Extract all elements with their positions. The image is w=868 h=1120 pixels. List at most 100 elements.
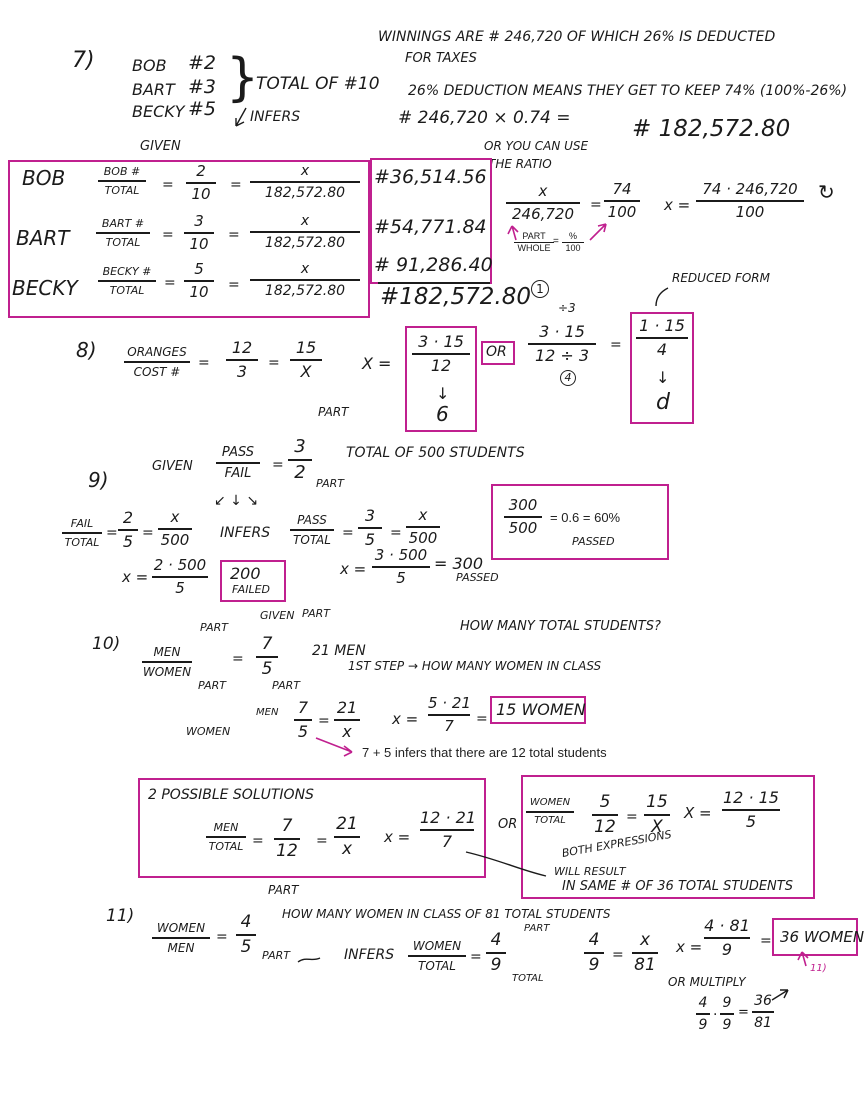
sum-total: #182,572.80: [380, 284, 531, 310]
reduced-form-label: REDUCED FORM: [672, 271, 770, 285]
x-equals: x =: [384, 828, 411, 846]
pink-arrow-note: [315, 737, 353, 757]
multiply-arrow: [771, 989, 789, 1001]
women-answer-box: [490, 696, 586, 724]
problem-7-number: 7): [72, 48, 95, 73]
equals: =: [342, 525, 354, 541]
infers-label: INFERS: [220, 525, 271, 541]
circled-4: 4: [560, 370, 576, 386]
part-label: PART: [302, 607, 330, 620]
x-equals-left: x =: [122, 568, 149, 586]
failed-box: [220, 560, 286, 602]
equals: =: [470, 949, 482, 965]
equals: =: [738, 1005, 749, 1020]
part-label: PART: [268, 883, 299, 897]
answer-d: d: [656, 390, 670, 415]
ratio-note-2: THE RATIO: [488, 157, 552, 171]
ratio-table-box: [8, 160, 370, 318]
problem-10-number: 10): [92, 634, 121, 654]
given-label: GIVEN: [260, 609, 295, 622]
will-result: WILL RESULT: [554, 865, 626, 878]
equals: =: [216, 929, 228, 945]
part-label: PART: [318, 405, 349, 419]
given-label: GIVEN: [152, 459, 193, 474]
x-equals: X =: [684, 804, 712, 822]
equals: =: [232, 651, 244, 667]
equals: =: [626, 809, 638, 825]
reduced-form-tick: [655, 287, 669, 307]
pink-mark-11: 11): [810, 963, 827, 974]
equals: =: [612, 947, 624, 963]
failed-number: 200: [230, 564, 261, 583]
total-small: TOTAL: [512, 973, 544, 984]
percent-note: %100: [562, 232, 584, 253]
deduction-text: 26% DEDUCTION MEANS THEY GET TO KEEP 74%…: [408, 83, 848, 99]
calc-result: # 182,572.80: [632, 116, 791, 142]
problem-11-number: 11): [106, 906, 135, 926]
fraction-becky-total: BECKY #TOTAL: [98, 266, 156, 296]
percent-box: [491, 484, 669, 560]
equals: =: [162, 227, 174, 243]
total-500-students: TOTAL OF 500 STUDENTS: [346, 445, 525, 461]
given-label: GIVEN: [140, 139, 181, 154]
total-students-note: 7 + 5 infers that there are 12 total stu…: [362, 745, 607, 760]
passed-label: PASSED: [456, 571, 499, 584]
tilde-11: [297, 957, 321, 963]
becky-label: BECKY: [132, 102, 185, 121]
equals: =: [590, 197, 602, 213]
equals: =: [318, 713, 330, 729]
arrow-down: ↓: [656, 368, 670, 387]
connector-curve: [465, 851, 547, 877]
or-box: [481, 341, 515, 365]
total-of-10: TOTAL OF #10: [256, 74, 380, 94]
bart-label: BART: [132, 80, 175, 99]
x-equals: x =: [392, 710, 419, 728]
winnings-line-2: FOR TAXES: [405, 51, 477, 66]
how-many-women: HOW MANY WOMEN IN CLASS OF 81 TOTAL STUD…: [282, 907, 611, 921]
36-women: 36 WOMEN: [780, 928, 865, 946]
part-top: PART: [200, 621, 228, 634]
part-small: PART: [524, 923, 550, 934]
equals: =: [390, 525, 402, 541]
answer-box-8b: [630, 312, 694, 424]
ratio-x-equals: x =: [664, 196, 691, 214]
bart-amount: #3: [188, 76, 217, 98]
